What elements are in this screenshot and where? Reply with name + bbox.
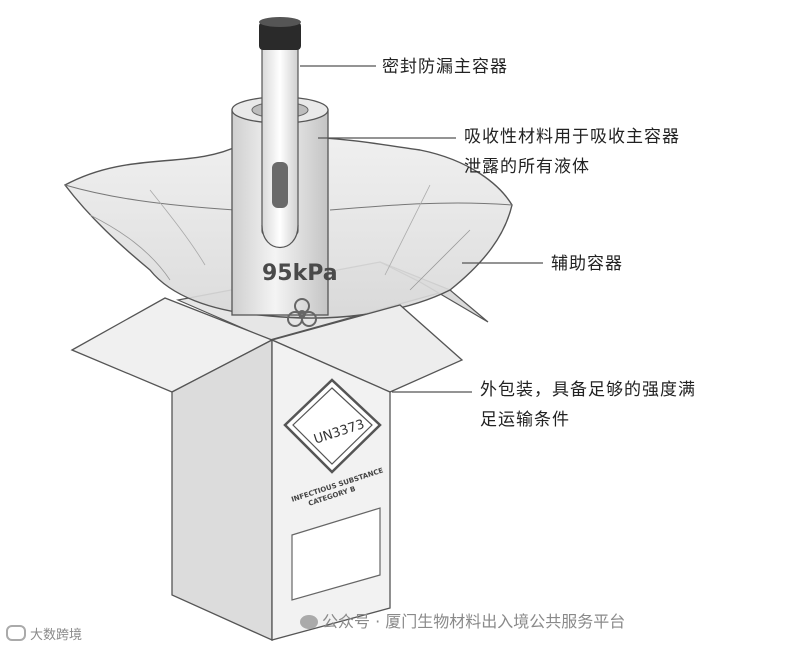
brand-watermark: 大数跨境 [6,624,82,643]
label-secondary-line-1: 辅助容器 [551,254,623,274]
label-absorbent-material: 吸收性材料用于吸收主容器 泄露的所有液体 [464,122,680,182]
leader-lines [300,65,543,393]
outer-packaging-box [171,338,391,642]
label-secondary-container: 辅助容器 [551,249,623,279]
pressure-rating: 95kPa [262,261,338,286]
wechat-icon [300,615,318,629]
label-primary-line-1: 密封防漏主容器 [382,57,508,77]
label-outer-line-2: 足运输条件 [480,410,570,430]
address-label [291,507,381,601]
label-outer-packaging: 外包装，具备足够的强度满 足运输条件 [480,375,696,435]
label-absorbent-line-1: 吸收性材料用于吸收主容器 [464,127,680,147]
wechat-watermark-text: 公众号 · 厦门生物材料出入境公共服务平台 [322,612,626,631]
wechat-watermark: 公众号 · 厦门生物材料出入境公共服务平台 [300,608,625,632]
brand-logo-icon [6,625,26,641]
primary-container-tube [259,17,301,249]
brand-watermark-text: 大数跨境 [30,628,83,643]
label-absorbent-line-2: 泄露的所有液体 [464,157,590,177]
un-label: UN3373 [283,378,382,474]
label-outer-line-1: 外包装，具备足够的强度满 [480,380,696,400]
label-primary-container: 密封防漏主容器 [382,52,508,82]
biohazard-icon [287,298,317,327]
